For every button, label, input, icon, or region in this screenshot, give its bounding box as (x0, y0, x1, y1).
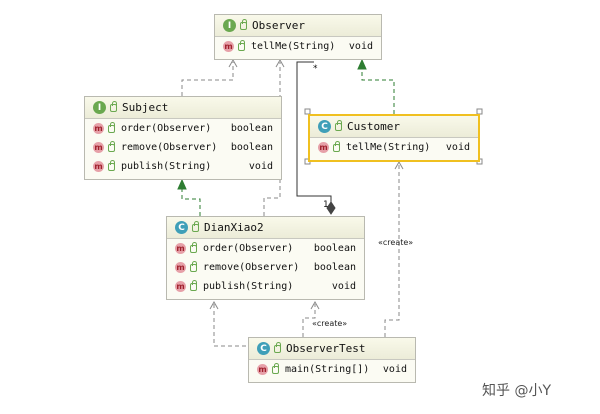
method-return: boolean (230, 123, 273, 134)
class-customer[interactable]: C Customer m tellMe(String) void (308, 114, 480, 162)
class-dianxiao2[interactable]: C DianXiao2 m order(Observer) boolean m … (166, 216, 365, 300)
edge-observertest-create-customer (384, 164, 400, 337)
class-name: Subject (122, 101, 169, 114)
class-icon: C (175, 221, 188, 234)
method-signature: order(Observer) (121, 123, 212, 134)
arrowhead-open (310, 300, 320, 310)
method-icon: m (175, 262, 186, 273)
lock-icon (190, 260, 197, 272)
lock-icon (110, 100, 117, 112)
edge-observertest-dianxiao2 (213, 304, 246, 347)
method-return: void (248, 161, 273, 172)
class-name: ObserverTest (286, 342, 366, 355)
class-header: I Observer (215, 15, 381, 37)
class-observertest[interactable]: C ObserverTest m main(String[]) void (248, 337, 416, 383)
arrowhead-filled (177, 178, 187, 190)
class-name: Customer (347, 120, 400, 133)
lock-icon (108, 159, 115, 171)
lock-icon (108, 140, 115, 152)
class-icon: C (318, 120, 331, 133)
lock-icon (238, 39, 245, 51)
method-signature: order(Observer) (203, 243, 294, 254)
method-icon: m (223, 41, 234, 52)
interface-icon: I (223, 19, 236, 32)
multiplicity-label: * (313, 64, 318, 74)
arrowhead-open (394, 160, 404, 170)
class-name: Observer (252, 19, 305, 32)
method-icon: m (93, 142, 104, 153)
method-row[interactable]: m publish(String) void (167, 277, 364, 296)
class-header: C DianXiao2 (167, 217, 364, 239)
arrowhead-open (228, 58, 238, 68)
arrowhead-filled (357, 58, 367, 70)
method-row[interactable]: m remove(Observer) boolean (85, 138, 281, 157)
lock-icon (108, 121, 115, 133)
method-return: boolean (230, 142, 273, 153)
method-icon: m (93, 123, 104, 134)
method-signature: remove(Observer) (203, 262, 300, 273)
arrowhead-open (209, 300, 219, 310)
create-label: «create» (312, 319, 348, 328)
lock-icon (274, 341, 281, 353)
lock-icon (333, 140, 340, 152)
method-return: boolean (313, 243, 356, 254)
method-icon: m (257, 364, 268, 375)
method-icon: m (318, 142, 329, 153)
method-return: boolean (313, 262, 356, 273)
multiplicity-label: 1 (323, 200, 329, 210)
method-signature: tellMe(String) (251, 41, 336, 52)
method-row[interactable]: m tellMe(String) void (310, 138, 478, 157)
lock-icon (240, 18, 247, 30)
method-row[interactable]: m tellMe(String) void (215, 37, 381, 56)
method-row[interactable]: m order(Observer) boolean (85, 119, 281, 138)
class-header: C ObserverTest (249, 338, 415, 360)
method-signature: tellMe(String) (346, 142, 431, 153)
class-header: I Subject (85, 97, 281, 119)
aggregation-diamond (326, 201, 336, 215)
arrowhead-open (275, 58, 285, 68)
method-row[interactable]: m publish(String) void (85, 157, 281, 176)
class-header: C Customer (310, 116, 478, 138)
lock-icon (335, 119, 342, 131)
method-signature: publish(String) (121, 161, 212, 172)
method-return: void (382, 364, 407, 375)
method-row[interactable]: m remove(Observer) boolean (167, 258, 364, 277)
method-row[interactable]: m order(Observer) boolean (167, 239, 364, 258)
method-icon: m (175, 243, 186, 254)
class-icon: C (257, 342, 270, 355)
method-icon: m (175, 281, 186, 292)
method-return: void (331, 281, 356, 292)
method-return: void (348, 41, 373, 52)
interface-icon: I (93, 101, 106, 114)
edge-customer-observer (361, 62, 395, 114)
method-signature: remove(Observer) (121, 142, 218, 153)
edge-dianxiao2-aggregation (296, 61, 332, 202)
selection-handle (304, 108, 311, 115)
method-return: void (445, 142, 470, 153)
method-icon: m (93, 161, 104, 172)
edge-dianxiao2-subject (181, 186, 201, 216)
watermark: 知乎 @小Y (482, 383, 552, 399)
class-observer[interactable]: I Observer m tellMe(String) void (214, 14, 382, 60)
method-signature: publish(String) (203, 281, 294, 292)
lock-icon (192, 220, 199, 232)
lock-icon (272, 362, 279, 374)
edge-subject-observer (181, 62, 234, 96)
create-label: «create» (378, 238, 414, 247)
class-subject[interactable]: I Subject m order(Observer) boolean m re… (84, 96, 282, 180)
edge-observertest-create-dianxiao2 (302, 304, 316, 337)
lock-icon (190, 241, 197, 253)
method-row[interactable]: m main(String[]) void (249, 360, 415, 379)
method-signature: main(String[]) (285, 364, 370, 375)
lock-icon (190, 279, 197, 291)
class-name: DianXiao2 (204, 221, 264, 234)
